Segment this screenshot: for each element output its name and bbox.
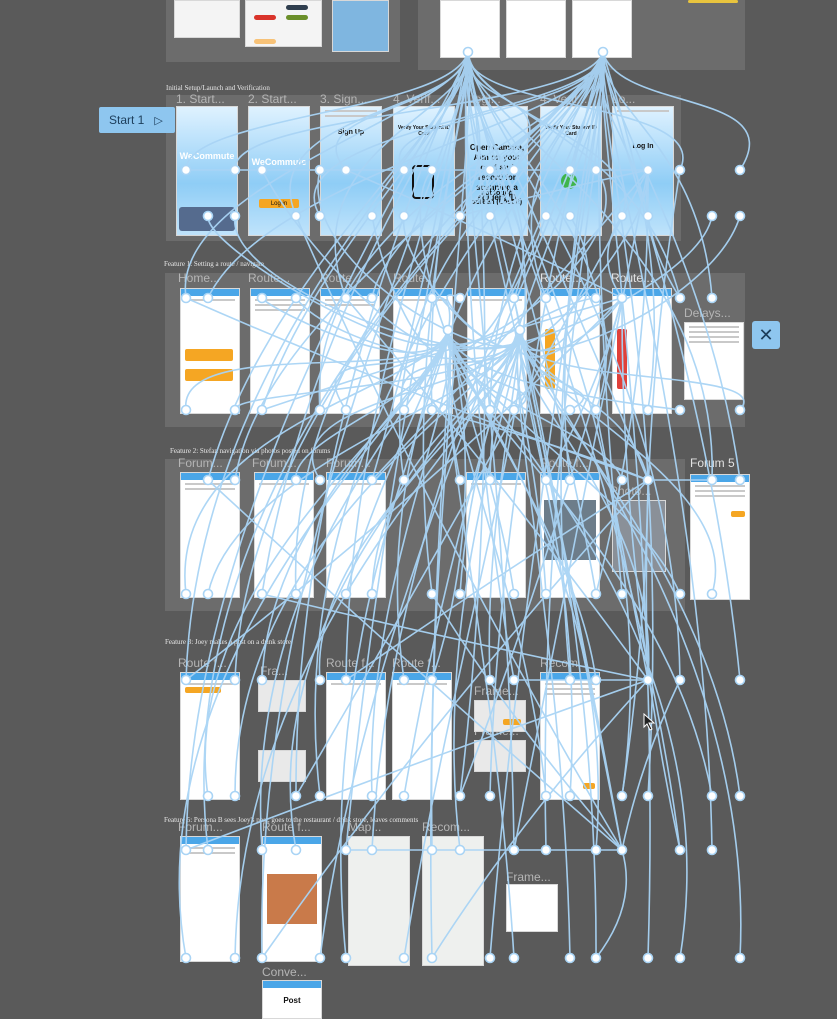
brand-text-2: WeCommute xyxy=(251,157,307,167)
r5-title-6: Conve... xyxy=(262,965,307,979)
r2-title-7: Delays... xyxy=(684,306,731,320)
brand-text: WeCommute xyxy=(179,151,235,161)
section-label-feature1: Feature 1: Setting a route / navigate xyxy=(164,260,264,268)
frame-fra-2[interactable] xyxy=(258,750,306,782)
start-flow-button[interactable]: Start 1 ▷ xyxy=(99,107,175,133)
section-label-setup: Initial Setup/Launch and Verification xyxy=(166,84,270,92)
swatch-green xyxy=(286,15,308,20)
cursor-arrow-icon xyxy=(643,713,656,731)
section-label-feature2: Feature 2: Stefan navigation via photos … xyxy=(170,447,331,455)
not-found-text: not found screen (Lost it) xyxy=(471,190,523,206)
section-label-feature3: Feature 3: Joey makes a post on a drink … xyxy=(165,638,292,646)
frame-blue-panel[interactable] xyxy=(332,0,389,52)
frame-rating[interactable] xyxy=(506,884,558,932)
login-label: Log in xyxy=(270,201,288,207)
frame-swatches[interactable] xyxy=(245,0,322,47)
frame-top-b[interactable] xyxy=(506,0,566,58)
r2-title-1: Home... xyxy=(178,271,221,285)
swatch-dark xyxy=(286,5,308,10)
swatch-amber xyxy=(254,39,276,44)
start-flow-label: Start 1 xyxy=(109,113,145,127)
verify-title-2: Verify Your Student ID Card xyxy=(544,125,598,137)
frame-title-3: 3. Sign... xyxy=(320,92,368,106)
frame-top-c[interactable] xyxy=(572,0,632,58)
post-title: Post xyxy=(283,996,301,1005)
r5-title-2: Route f... xyxy=(262,820,311,834)
swatch-red xyxy=(254,15,276,20)
frame-route-f-3[interactable] xyxy=(392,672,452,800)
signup-title: Sign Up xyxy=(337,129,365,136)
play-triangle-icon: ▷ xyxy=(154,114,163,127)
frame-post-done[interactable] xyxy=(474,740,526,772)
login-button[interactable] xyxy=(259,199,299,208)
r5-title-1: Forum... xyxy=(178,820,223,834)
frame-icon-sheet[interactable] xyxy=(174,0,240,38)
r4-title-3: Route f... xyxy=(326,656,375,670)
r5-title-5: Frame... xyxy=(506,870,551,884)
frame-route-1[interactable] xyxy=(250,288,310,414)
r4-title-2: Fra... xyxy=(260,664,289,678)
frame-title-1: 1. Start... xyxy=(176,92,225,106)
frame-conversation[interactable]: Post xyxy=(262,980,322,1019)
frame-map[interactable] xyxy=(348,836,410,966)
login-title: Log In xyxy=(632,143,654,150)
frame-title-2: 2. Start... xyxy=(248,92,297,106)
close-icon[interactable]: ✕ xyxy=(752,321,780,349)
sticky-note xyxy=(688,0,738,3)
